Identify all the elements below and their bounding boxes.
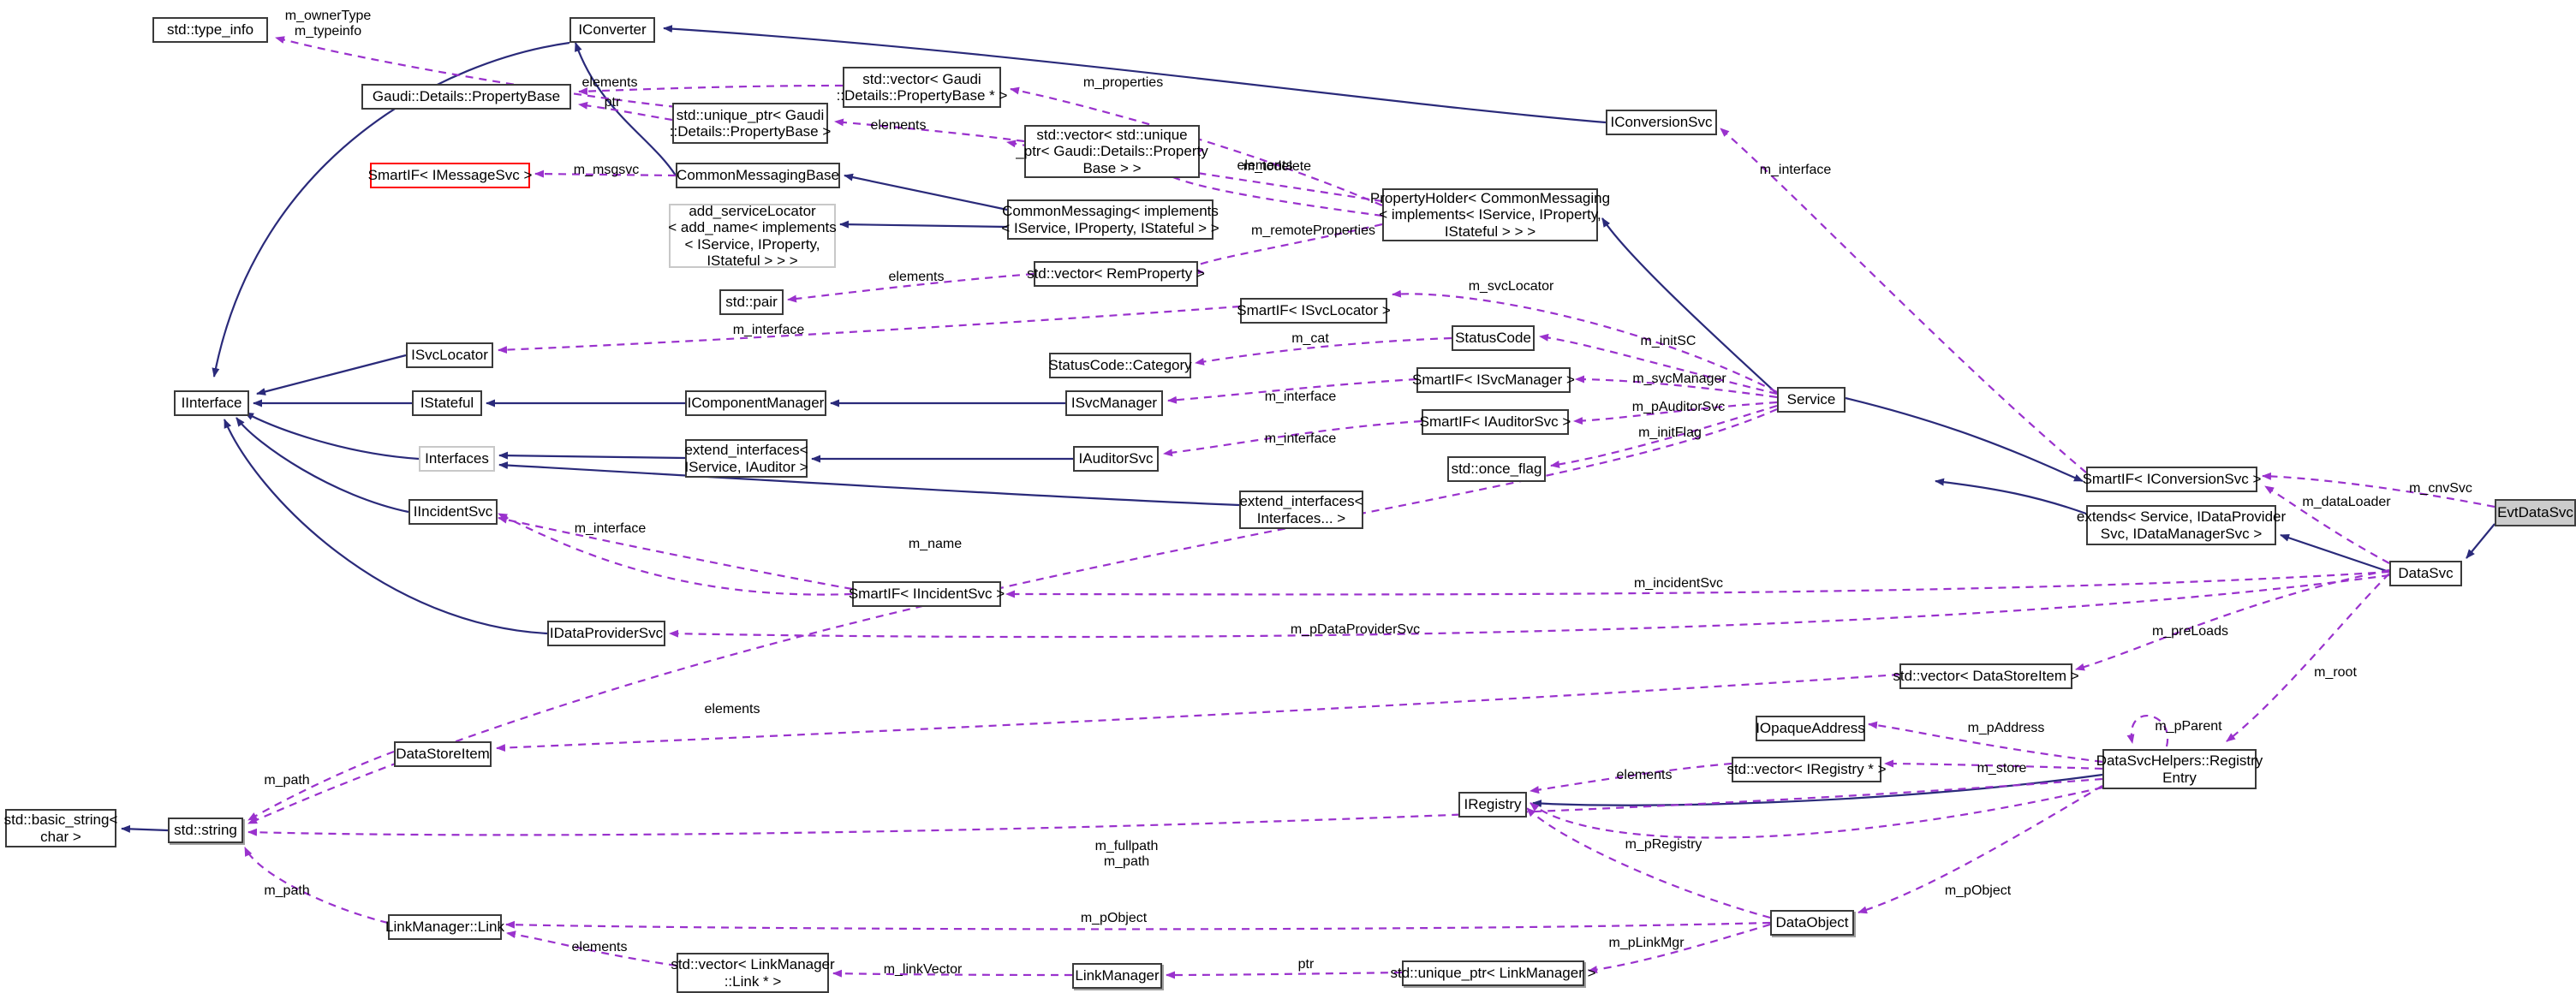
class-node-datasvc[interactable]: DataSvc bbox=[2389, 561, 2462, 586]
edge-label-cnvsvc: m_cnvSvc bbox=[2409, 481, 2472, 496]
edge-label-path_1: m_path bbox=[264, 773, 310, 788]
edge-label-name: m_name bbox=[908, 537, 963, 551]
edge-label-initflag: m_initFlag bbox=[1638, 425, 1702, 440]
edge-label-properties: m_properties bbox=[1082, 75, 1164, 90]
class-node-service[interactable]: Service bbox=[1777, 387, 1846, 413]
class-node-smartif_icnvsvc[interactable]: SmartIF< IConversionSvc > bbox=[2083, 467, 2261, 492]
class-node-isvcmanager[interactable]: ISvcManager bbox=[1065, 390, 1163, 416]
class-node-smartif_iincsvc[interactable]: SmartIF< IIncidentSvc > bbox=[849, 581, 1005, 607]
edge-label-ptr_1: ptr bbox=[604, 95, 621, 110]
class-node-iopaqueaddress[interactable]: IOpaqueAddress bbox=[1756, 716, 1865, 741]
edge-label-store: m_store bbox=[1977, 761, 2027, 776]
class-node-extends_service[interactable]: extends< Service, IDataProvider Svc, IDa… bbox=[2077, 505, 2286, 545]
edge-label-ownertype: m_ownerType m_typeinfo bbox=[284, 9, 372, 39]
edge-label-path_2: m_path bbox=[264, 883, 310, 898]
class-node-vec_lmlink[interactable]: std::vector< LinkManager ::Link * > bbox=[671, 953, 835, 993]
edge-label-pregistry: m_pRegistry bbox=[1625, 837, 1702, 852]
edge-label-elements_2: elements bbox=[870, 118, 927, 133]
edge-label-interface_top: m_interface bbox=[1759, 163, 1832, 177]
edge-label-root: m_root bbox=[2314, 665, 2357, 680]
class-node-add_svcloc[interactable]: add_serviceLocator < add_name< implement… bbox=[668, 203, 837, 269]
edge-label-elements_4: elements bbox=[888, 270, 945, 284]
class-node-interfaces[interactable]: Interfaces bbox=[419, 446, 495, 472]
edge-label-pauditorsvc: m_pAuditorSvc bbox=[1631, 400, 1726, 414]
class-node-icompmgr[interactable]: IComponentManager bbox=[685, 390, 826, 416]
edge-label-remoteprops: m_remoteProperties bbox=[1251, 223, 1375, 238]
class-node-istateful[interactable]: IStateful bbox=[412, 390, 482, 416]
edge-label-todelete: m_todelete bbox=[1243, 159, 1312, 174]
class-node-regentry[interactable]: DataSvcHelpers::Registry Entry bbox=[2096, 749, 2263, 789]
class-node-uniq_linkmanager[interactable]: std::unique_ptr< LinkManager > bbox=[1390, 960, 1596, 986]
class-node-extend_iserv_aud[interactable]: extend_interfaces< IService, IAuditor > bbox=[684, 439, 808, 478]
class-node-smartif_isvcloc[interactable]: SmartIF< ISvcLocator > bbox=[1237, 298, 1391, 324]
class-node-iinterface[interactable]: IInterface bbox=[174, 390, 249, 416]
edge-label-elements_5: elements bbox=[704, 702, 760, 717]
class-node-typeinfo[interactable]: std::type_info bbox=[152, 17, 268, 43]
class-node-basic_string[interactable]: std::basic_string< char > bbox=[4, 809, 117, 847]
class-node-iincidentsvc[interactable]: IIncidentSvc bbox=[408, 499, 498, 525]
class-node-statuscode[interactable]: StatusCode bbox=[1452, 325, 1535, 351]
edge-label-incidentsvc: m_incidentSvc bbox=[1633, 576, 1724, 591]
class-node-datastoreitem[interactable]: DataStoreItem bbox=[394, 741, 492, 767]
class-node-stdpair[interactable]: std::pair bbox=[719, 289, 784, 315]
class-node-iauditorsvc[interactable]: IAuditorSvc bbox=[1073, 446, 1159, 472]
edge-label-interface_a: m_interface bbox=[732, 323, 805, 337]
class-node-smartif_imsgsvc[interactable]: SmartIF< IMessageSvc > bbox=[368, 163, 532, 188]
class-node-iregistry[interactable]: IRegistry bbox=[1458, 792, 1527, 818]
edge-label-pparent: m_pParent bbox=[2155, 719, 2222, 734]
edge-label-msgsvc: m_msgsvc bbox=[573, 163, 640, 177]
edge-label-interface_d: m_interface bbox=[574, 521, 647, 536]
class-node-linkmanagerlink[interactable]: LinkManager::Link bbox=[385, 914, 504, 940]
class-node-vec_iregistry[interactable]: std::vector< IRegistry * > bbox=[1726, 757, 1887, 782]
class-node-linkmanager[interactable]: LinkManager bbox=[1072, 963, 1162, 989]
class-node-propholder[interactable]: PropertyHolder< CommonMessaging < implem… bbox=[1370, 188, 1610, 241]
edge-label-elements_1: elements bbox=[581, 75, 638, 90]
edge-label-pobject_1: m_pObject bbox=[1944, 883, 2012, 898]
class-node-idataprovidersvc[interactable]: IDataProviderSvc bbox=[547, 621, 665, 646]
edge-label-elements_7: elements bbox=[571, 940, 628, 954]
edge-label-linkvector: m_linkVector bbox=[883, 962, 963, 977]
class-node-iconverter[interactable]: IConverter bbox=[569, 17, 655, 43]
edge-label-interface_b: m_interface bbox=[1264, 389, 1337, 404]
class-node-isvclocator[interactable]: ISvcLocator bbox=[406, 342, 493, 368]
class-node-vec_datastoreitem[interactable]: std::vector< DataStoreItem > bbox=[1893, 663, 2079, 689]
class-node-smartif_iaudsvc[interactable]: SmartIF< IAuditorSvc > bbox=[1420, 409, 1571, 435]
class-node-commonmsgbase[interactable]: CommonMessagingBase bbox=[676, 163, 840, 188]
class-node-stdstring[interactable]: std::string bbox=[168, 818, 243, 843]
edge-label-elements_6: elements bbox=[1616, 768, 1673, 782]
edge-label-paddress: m_pAddress bbox=[1967, 721, 2045, 735]
edge-label-ptr_2: ptr bbox=[1297, 957, 1315, 972]
edge-label-pdataprovider: m_pDataProviderSvc bbox=[1290, 622, 1421, 637]
class-node-uniq_propbase[interactable]: std::unique_ptr< Gaudi ::Details::Proper… bbox=[670, 103, 831, 144]
edge-label-dataloader: m_dataLoader bbox=[2302, 495, 2391, 509]
edge-label-cat: m_cat bbox=[1291, 331, 1329, 346]
edge-label-initsc: m_initSC bbox=[1640, 334, 1696, 348]
class-node-extend_ifaces[interactable]: extend_interfaces< Interfaces... > bbox=[1239, 491, 1363, 529]
class-node-vec_remprop[interactable]: std::vector< RemProperty > bbox=[1027, 261, 1205, 287]
class-node-propbase[interactable]: Gaudi::Details::PropertyBase bbox=[361, 84, 571, 110]
edge-label-interface_c: m_interface bbox=[1264, 431, 1337, 446]
edge-label-plinkmgr: m_pLinkMgr bbox=[1608, 936, 1685, 950]
class-node-dataobject[interactable]: DataObject bbox=[1770, 910, 1854, 936]
edge-label-pobject_2: m_pObject bbox=[1080, 911, 1148, 925]
class-node-smartif_isvcmgr[interactable]: SmartIF< ISvcManager > bbox=[1412, 367, 1575, 393]
class-node-vec_uniq_prop[interactable]: std::vector< std::unique _ptr< Gaudi::De… bbox=[1016, 125, 1208, 178]
class-node-evtdatasvc[interactable]: EvtDataSvc bbox=[2495, 499, 2576, 526]
edge-label-fullpath: m_fullpath m_path bbox=[1094, 839, 1159, 869]
class-node-iconvsvc[interactable]: IConversionSvc bbox=[1606, 110, 1717, 135]
class-node-once_flag[interactable]: std::once_flag bbox=[1447, 456, 1546, 482]
class-node-statuscode_cat[interactable]: StatusCode::Category bbox=[1048, 353, 1192, 378]
class-node-commonmsg_impl[interactable]: CommonMessaging< implements < IService, … bbox=[1001, 199, 1219, 240]
edge-label-preloads: m_preLoads bbox=[2152, 624, 2228, 639]
edge-label-svcmanager: m_svcManager bbox=[1632, 372, 1726, 386]
class-node-vec_propbase_ptr[interactable]: std::vector< Gaudi ::Details::PropertyBa… bbox=[837, 67, 1007, 108]
edge-label-svclocator: m_svcLocator bbox=[1468, 279, 1554, 294]
